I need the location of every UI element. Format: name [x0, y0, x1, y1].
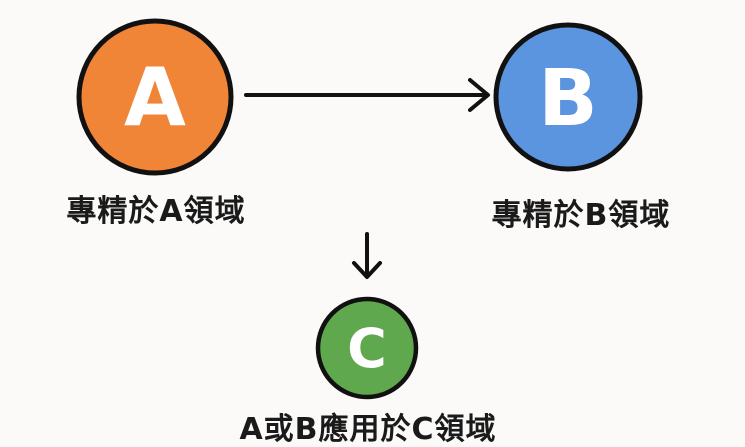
- node-c-letter: C: [347, 317, 387, 380]
- node-c-circle: [315, 296, 419, 400]
- arrow-a-to-b-head: [468, 78, 490, 112]
- node-b-caption: 專精於B領域: [491, 198, 671, 233]
- node-b-circle: [493, 22, 643, 172]
- node-a-letter: A: [124, 51, 186, 144]
- node-a: A: [76, 18, 234, 176]
- node-b: B: [493, 22, 643, 172]
- node-c-caption: A或B應用於C領域: [239, 412, 497, 447]
- node-b-letter: B: [538, 54, 597, 144]
- arrow-down-to-c-head: [352, 261, 382, 279]
- node-c: C: [315, 296, 419, 400]
- node-a-caption: 專精於A領域: [66, 194, 246, 229]
- node-a-circle: [76, 18, 234, 176]
